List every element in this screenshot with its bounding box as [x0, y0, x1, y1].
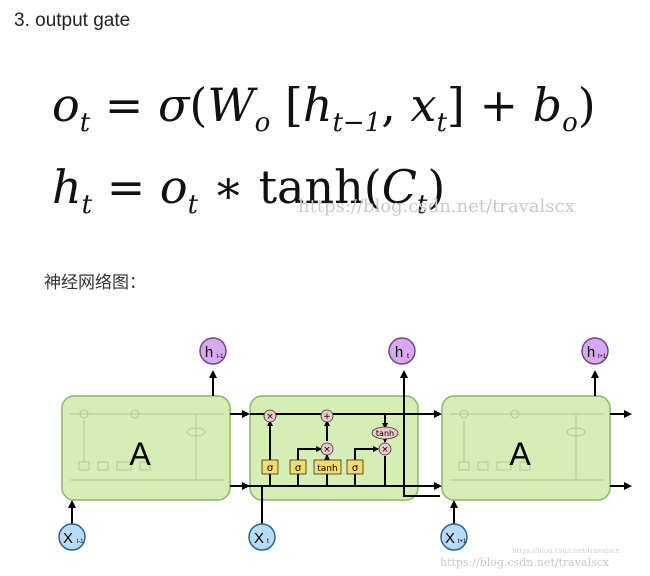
svg-text:t-1: t-1 [76, 539, 84, 545]
op-output-multiply: × [381, 445, 389, 455]
gate-input-sigma: σ [295, 463, 302, 474]
hidden-node-left: h t-1 [199, 337, 227, 365]
gate-forget-sigma: σ [267, 463, 274, 474]
pointwise-ops: × + × tanh × [263, 409, 399, 456]
op-cell-tanh: tanh [376, 429, 394, 438]
svg-text:t+1: t+1 [598, 354, 607, 360]
svg-text:t-1: t-1 [216, 354, 224, 360]
op-input-multiply: × [323, 445, 331, 455]
svg-text:X: X [445, 530, 455, 547]
vertical-outputs [68, 370, 599, 524]
svg-text:t: t [267, 538, 269, 545]
svg-text:X: X [254, 530, 264, 547]
svg-text:h: h [587, 344, 595, 361]
input-node-left: X t-1 [58, 523, 86, 551]
lstm-block-middle [249, 395, 419, 501]
watermark-text: https://blog.csdn.net/travalscx [298, 196, 575, 217]
equation-output-gate: ot = σ(Wo [ht−1, xt] + bo) [52, 78, 596, 139]
gate-boxes: σ σ tanh σ [261, 459, 364, 475]
op-cell-add: + [323, 412, 331, 422]
input-node-right: X t+1 [440, 523, 468, 551]
diagram-caption: 神经网络图： [44, 273, 146, 293]
svg-text:h: h [395, 344, 403, 361]
horizontal-connections [230, 410, 632, 490]
hidden-node-right: h t+1 [581, 337, 609, 365]
lstm-block-left: A [61, 395, 231, 501]
watermark-small: https://blog.csdn.net/travalscx [512, 547, 620, 555]
input-node-middle: X t [248, 523, 276, 551]
gate-candidate-tanh: tanh [317, 464, 337, 474]
lstm-block-right: A [441, 395, 611, 501]
block-label-left: A [129, 436, 151, 472]
watermark-bottom: https://blog.csdn.net/travalscx [440, 556, 610, 569]
gate-output-sigma: σ [352, 463, 359, 474]
block-label-right: A [509, 436, 531, 472]
svg-text:t: t [407, 353, 409, 360]
svg-text:t+1: t+1 [458, 539, 467, 545]
equation-hidden-state: ht = ot ∗ tanh(Ct) [52, 160, 446, 221]
hidden-node-middle: h t [388, 337, 416, 365]
svg-text:h: h [205, 344, 213, 361]
svg-text:X: X [63, 530, 73, 547]
cell-internals [248, 370, 440, 526]
section-heading: 3. output gate [14, 10, 131, 31]
op-forget-multiply: × [266, 412, 274, 422]
